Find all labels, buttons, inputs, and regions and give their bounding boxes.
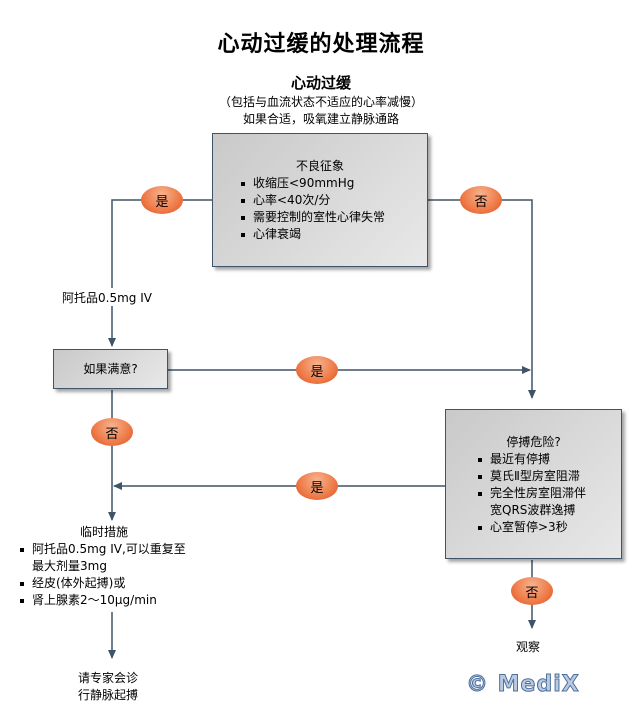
risk-item: 完全性房室阻滞伴宽QRS波群逸搏 [476,485,621,519]
asystole-risk-heading: 停搏危险? [506,435,561,449]
adverse-sign-item: 需要控制的室性心律失常 [239,209,427,226]
final-step-line: 请专家会诊 [78,671,139,685]
adverse-sign-item: 心律衰竭 [239,226,427,243]
observe-step: 观察 [516,640,541,654]
atropine-step: 阿托品0.5mg IV [62,291,152,305]
no-oval: 否 [511,577,553,605]
risk-item: 最近有停搏 [476,451,621,468]
medix-watermark: © MediX [466,672,580,698]
interim-item-continuation: 最大剂量3mg [32,559,107,573]
if-satisfied-text: 如果满意? [83,361,138,376]
interim-item: 阿托品0.5mg IV,可以重复至最大剂量3mg [18,541,218,575]
interim-measures-heading: 临时措施 [80,525,129,539]
adverse-sign-item: 心率<40次/分 [239,192,427,209]
final-step: 请专家会诊 行静脉起搏 [78,670,138,704]
bradycardia-oxygen-note: 如果合适，吸氧建立静脉通路 [242,112,399,126]
asystole-risk-box: 停搏危险? 最近有停搏 莫氏Ⅱ型房室阻滞 完全性房室阻滞伴宽QRS波群逸搏 心室… [445,409,622,559]
interim-item-text: 阿托品0.5mg IV,可以重复至 [32,542,186,556]
interim-item: 肾上腺素2～10μg/min [18,592,218,609]
interim-item: 经皮(体外起搏)或 [18,575,218,592]
page-title: 心动过缓的处理流程 [217,32,425,57]
final-step-line: 行静脉起搏 [78,688,139,702]
risk-item: 心室暂停>3秒 [476,519,621,536]
bradycardia-note: （包括与血流状态不适应的心率减慢） [218,95,423,109]
risk-item-continuation: 宽QRS波群逸搏 [490,503,576,517]
no-oval: 否 [91,418,133,446]
bradycardia-heading: 心动过缓 [290,74,351,92]
risk-item-text: 完全性房室阻滞伴 [490,486,587,500]
risk-item: 莫氏Ⅱ型房室阻滞 [476,468,621,485]
adverse-signs-heading: 不良征象 [295,159,344,173]
connector-symptoms-no [428,199,536,399]
yes-oval: 是 [296,472,338,500]
adverse-sign-item: 收缩压<90mmHg [239,175,427,192]
interim-measures: 临时措施 阿托品0.5mg IV,可以重复至最大剂量3mg 经皮(体外起搏)或 … [18,524,218,609]
adverse-signs-box: 不良征象 收缩压<90mmHg 心率<40次/分 需要控制的室性心律失常 心律衰… [212,133,428,267]
if-satisfied-box: 如果满意? [53,349,168,389]
yes-oval: 是 [141,186,183,214]
yes-oval: 是 [296,356,338,384]
no-oval: 否 [460,186,502,214]
